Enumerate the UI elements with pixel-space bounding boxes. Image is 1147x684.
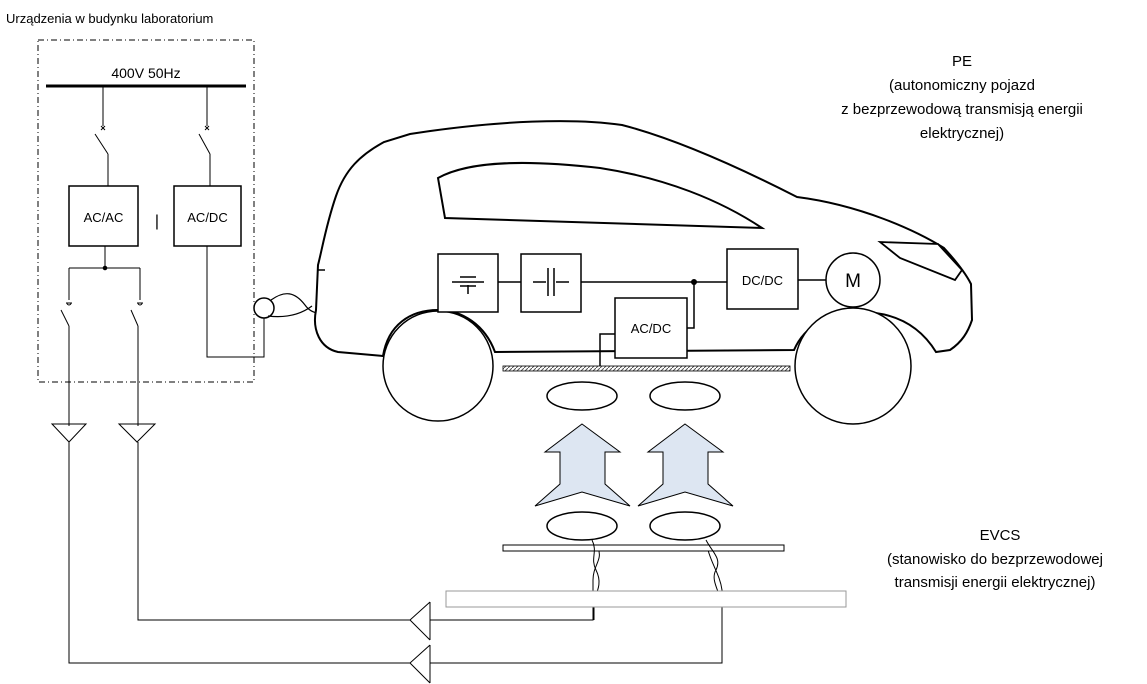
transmitter-coil-2 [649,511,721,541]
feed-to-coil-1 [430,547,600,621]
ground-strip [445,590,847,608]
wheel-front [794,307,912,425]
motor-label: M [845,271,861,292]
acdc-converter-building [173,185,242,247]
acac-label: AC/AC [84,210,124,225]
capacitor-box [520,253,582,313]
feed-line-upper [137,442,410,621]
dc-cable [206,246,265,358]
acac-converter [68,185,139,247]
connector-triangle-left-2 [117,423,157,443]
pe-title: PE [952,53,972,70]
connector-triangle-right-2 [409,644,431,684]
battery-box [437,253,499,313]
evcs-line-2: transmisji energii elektrycznej) [895,574,1096,591]
feed-to-coil-2 [430,549,723,664]
building-boundary [37,39,255,383]
energy-arrow-1 [534,423,631,507]
wheel-rear [382,310,494,422]
evcs-pad [502,544,785,552]
feed-line-lower [68,442,410,664]
cable-plug [253,297,275,319]
motor [825,252,881,308]
vehicle-window [436,161,766,230]
acdc-vehicle-label: AC/DC [631,321,671,336]
dcdc-label: DC/DC [742,273,783,288]
breaker-left [94,86,109,186]
battery-icon [452,276,484,294]
pe-line-1: (autonomiczny pojazd [889,77,1035,94]
connector-triangle-left-1 [50,423,88,443]
capacitor-icon [533,268,569,296]
acdc-building-label: AC/DC [187,210,227,225]
dcdc-converter [726,248,799,310]
transmitter-coil-1 [546,511,618,541]
vehicle-headlight [877,241,964,282]
acac-output-switches [60,246,143,426]
receiver-coil-1 [546,381,618,411]
evcs-line-1: (stanowisko do bezprzewodowej [887,551,1103,568]
connector-triangle-right-1 [409,601,431,641]
acdc-converter-vehicle [614,297,688,359]
receiver-coil-2 [649,381,721,411]
pe-line-2: z bezprzewodową transmisją energii [841,101,1083,118]
breaker-right [198,86,211,186]
building-title: Urządzenia w budynku laboratorium [6,11,213,26]
energy-arrow-2 [637,423,734,507]
receiver-plate [502,365,791,372]
separator-mark: | [155,213,159,230]
busbar-label: 400V 50Hz [111,65,180,81]
pe-line-3: elektrycznej) [920,125,1004,142]
evcs-title: EVCS [980,527,1021,544]
